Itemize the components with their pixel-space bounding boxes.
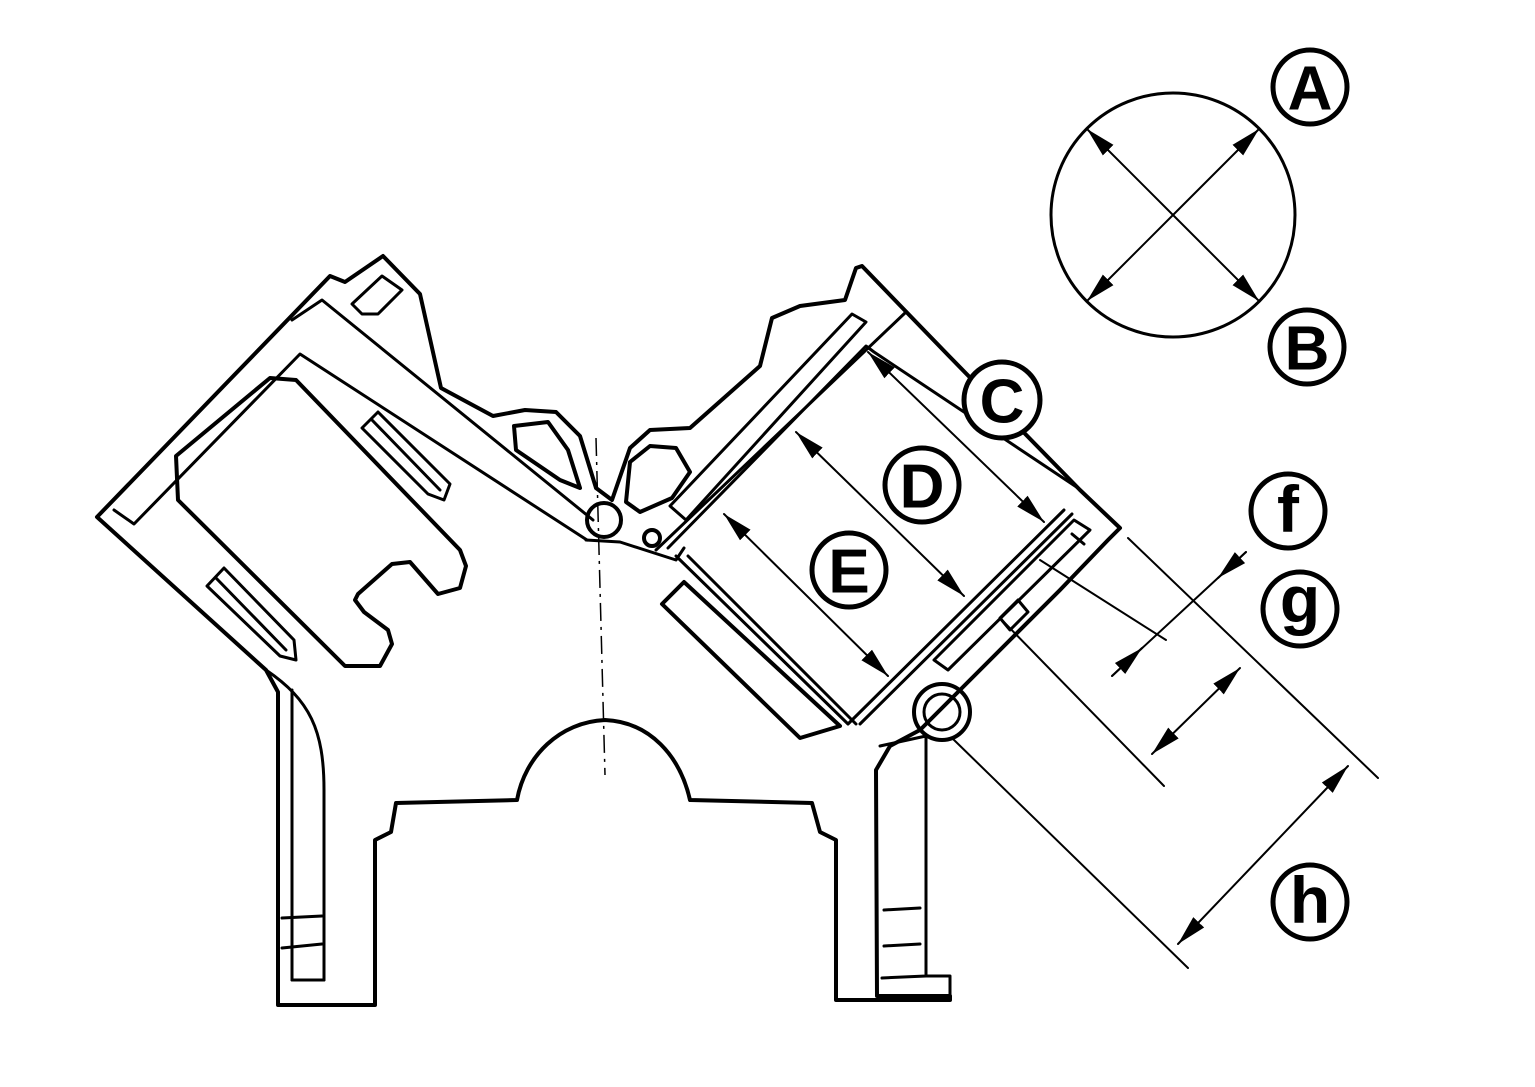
label-g-text: g xyxy=(1280,562,1320,636)
left-bank-deck xyxy=(290,298,595,522)
label-b: B xyxy=(1267,307,1347,387)
dimension-h-line xyxy=(1177,765,1349,945)
label-f-text: f xyxy=(1277,472,1300,546)
bore-circle xyxy=(1049,91,1297,339)
reference-line-top xyxy=(1127,537,1379,779)
right-deck-slot-lower xyxy=(932,518,1092,672)
block-outer-contour xyxy=(95,254,1122,1007)
diameter-measurements xyxy=(723,351,1045,677)
right-skirt-inner xyxy=(878,734,928,980)
left-dowel xyxy=(350,274,404,316)
label-f: f xyxy=(1248,471,1328,551)
bore-direction-symbol xyxy=(1049,91,1297,339)
right-water-jacket xyxy=(660,580,842,740)
measure-line-e xyxy=(723,513,889,677)
left-water-jacket xyxy=(174,376,468,668)
extension-line-g xyxy=(999,617,1165,787)
left-bolt-hole-upper xyxy=(360,410,452,502)
label-a: A xyxy=(1270,47,1350,127)
label-h-text: h xyxy=(1290,863,1330,937)
extension-line-h xyxy=(951,737,1189,969)
label-a-text: A xyxy=(1288,55,1333,124)
left-bolt-hole-lower xyxy=(205,566,298,662)
direction-a-arrow-opposite xyxy=(1086,214,1174,302)
label-e-text: E xyxy=(828,538,869,607)
right-bolt-hole xyxy=(922,692,962,732)
engine-block-section xyxy=(95,254,1122,1007)
right-skirt-ribs xyxy=(882,906,922,948)
label-g: g xyxy=(1260,562,1340,649)
depth-dimensions xyxy=(951,537,1379,969)
right-bank-deck-slot xyxy=(668,312,868,522)
label-c: C xyxy=(961,359,1043,441)
right-bolt-boss xyxy=(912,682,972,742)
direction-b-arrow xyxy=(1172,214,1260,302)
label-d-text: D xyxy=(900,453,945,522)
dimension-f-arrow-bottom xyxy=(1111,647,1143,677)
center-line xyxy=(595,437,606,776)
label-d: D xyxy=(882,445,962,525)
direction-b-arrow-opposite xyxy=(1086,128,1174,216)
dimension-f-arrow-top xyxy=(1217,551,1247,579)
center-small-hole xyxy=(642,528,662,548)
label-c-text: C xyxy=(980,368,1025,437)
center-base xyxy=(584,538,686,562)
center-gallery-right xyxy=(624,444,692,514)
dimension-g-line xyxy=(1151,667,1241,755)
center-gallery xyxy=(512,420,582,490)
left-bank-wall xyxy=(112,352,589,542)
left-skirt-ribs xyxy=(280,914,324,950)
extension-line-f xyxy=(1039,559,1167,641)
left-skirt-inner xyxy=(264,668,326,982)
direction-a-arrow xyxy=(1172,128,1260,216)
label-b-text: B xyxy=(1285,315,1330,384)
label-e: E xyxy=(809,530,889,610)
label-h: h xyxy=(1270,862,1350,942)
center-oil-hole xyxy=(585,501,623,539)
right-skirt-flange xyxy=(924,974,952,1002)
